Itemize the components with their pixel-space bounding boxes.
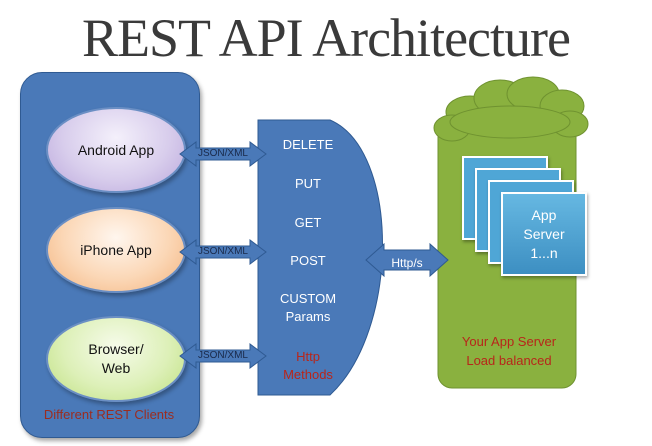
clients-panel-label: Different REST Clients [43, 407, 175, 422]
custom-line2: Params [285, 309, 331, 324]
iphone-app-label: iPhone App [80, 241, 152, 258]
method-post: POST [290, 253, 326, 268]
server-card-front [501, 192, 587, 276]
json-arrow-2 [179, 239, 267, 265]
android-app-label: Android App [77, 141, 155, 158]
server-card-line3: 1...n [530, 245, 558, 261]
http-label: Http/s [391, 256, 423, 270]
json-arrow-3 [179, 343, 267, 369]
http-methods-line1: Http [296, 349, 320, 364]
server-card-line2: Server [523, 226, 565, 242]
json-xml-label-1: JSON/XML [197, 148, 248, 159]
browser-label-line1: Browser/ [88, 341, 144, 357]
browser-label-line2: Web [101, 360, 131, 376]
server-label-line1: Your App Server [461, 334, 557, 349]
http-methods-line2: Methods [283, 367, 333, 382]
method-put: PUT [295, 176, 321, 191]
server-label-line2: Load balanced [466, 353, 552, 368]
method-get: GET [294, 215, 322, 230]
iphone-app-node: iPhone App [46, 207, 186, 293]
server-card-line1: App [531, 207, 557, 223]
http-arrow [365, 242, 449, 278]
android-app-node: Android App [46, 107, 186, 193]
method-delete: DELETE [282, 137, 334, 152]
json-xml-label-2: JSON/XML [197, 246, 248, 257]
method-custom-params: CUSTOM Params [260, 290, 356, 326]
custom-line1: CUSTOM [279, 291, 337, 306]
json-xml-label-3: JSON/XML [197, 350, 248, 361]
diagram-title: REST API Architecture [82, 8, 571, 68]
browser-web-label: Browser/Web [88, 340, 143, 378]
json-arrow-1 [179, 141, 267, 167]
cloud-shape [433, 76, 589, 142]
